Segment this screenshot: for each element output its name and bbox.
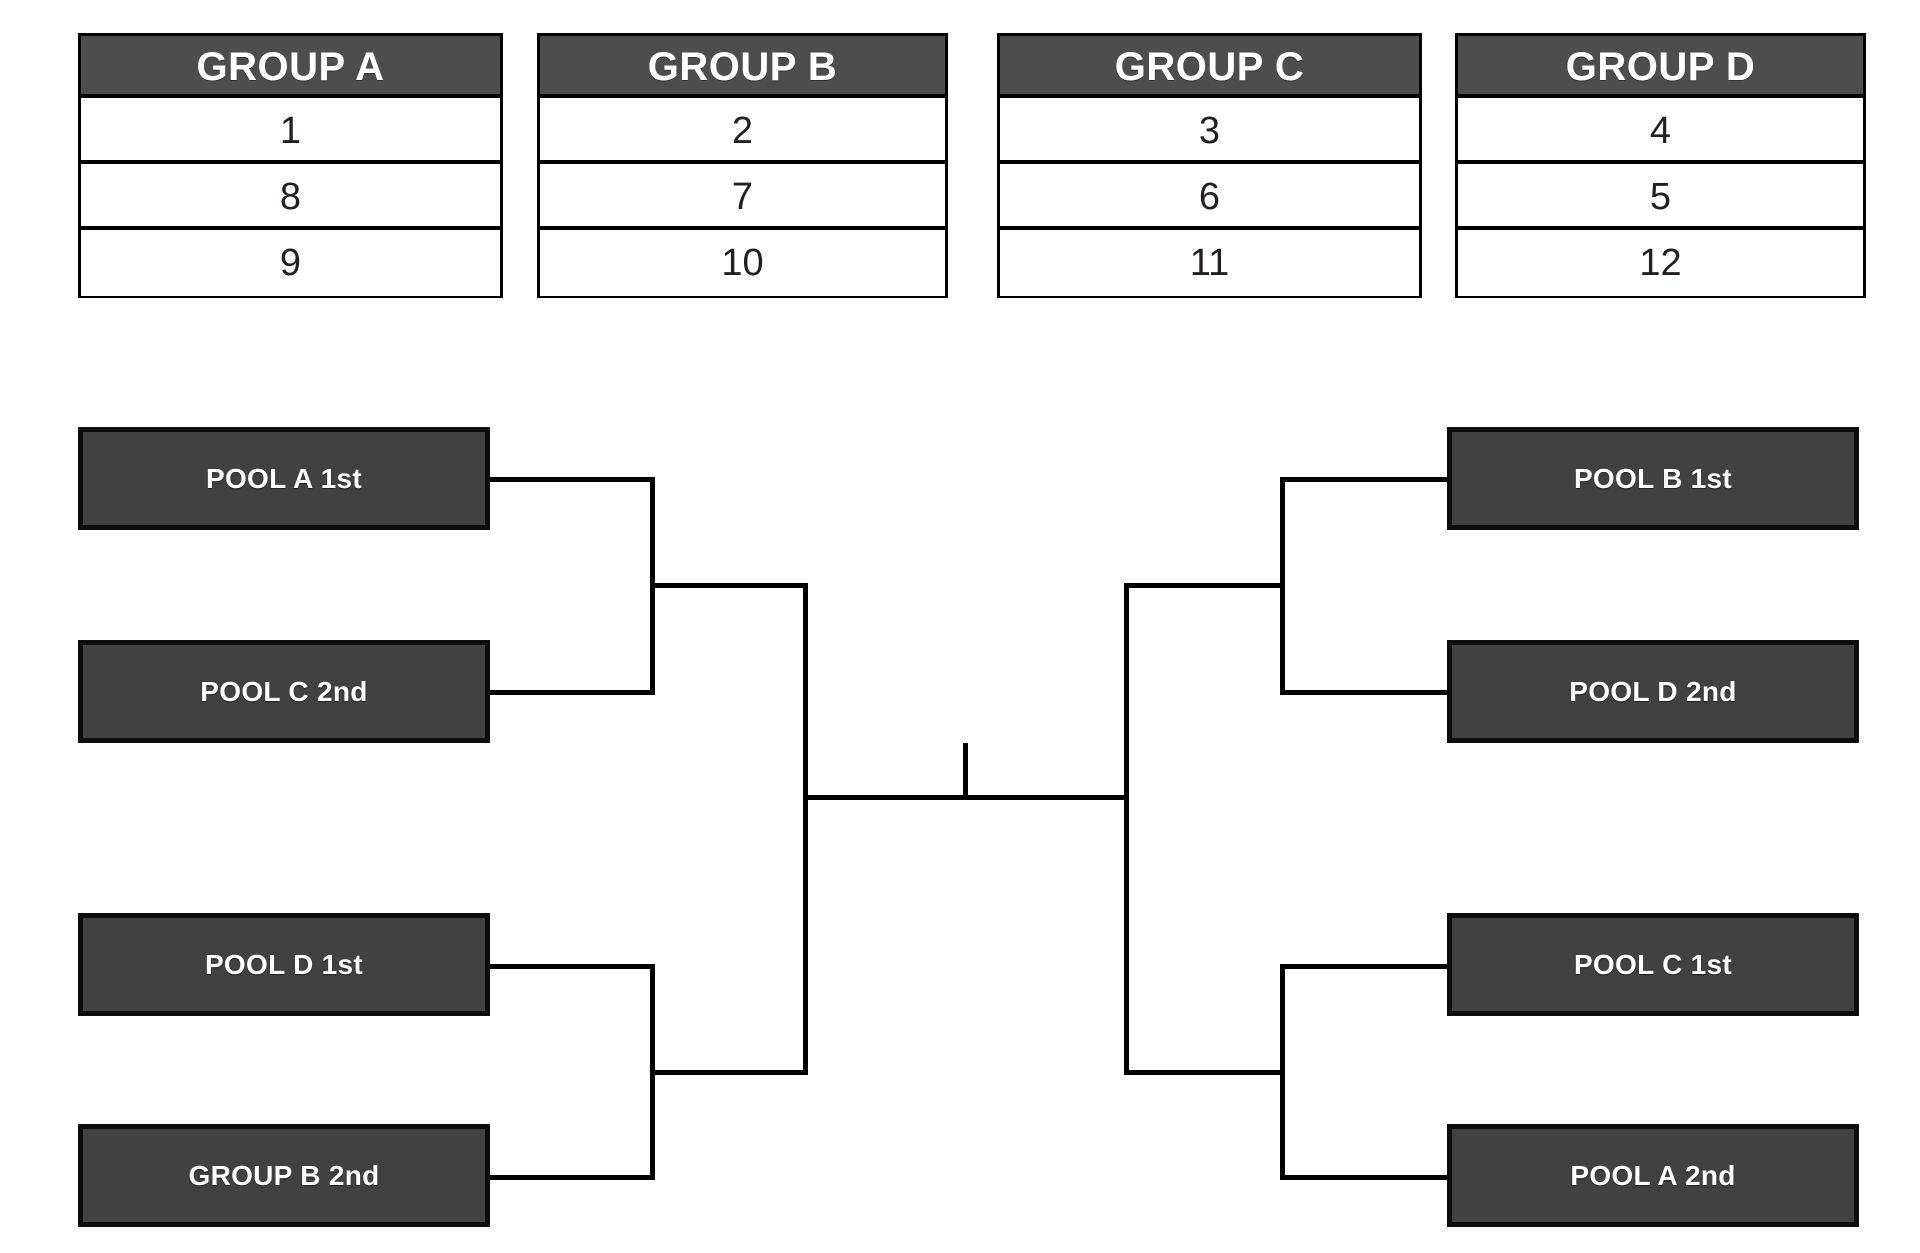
connector-left-semi-top — [650, 583, 808, 588]
connector-left-stub-2 — [487, 690, 655, 695]
group-table-d-row-2: 5 — [1458, 164, 1863, 230]
group-table-a-row-3: 9 — [81, 230, 500, 296]
bracket-slot-right-4-label: POOL A 2nd — [1570, 1159, 1736, 1191]
connector-right-stub-4 — [1280, 1175, 1450, 1180]
group-table-a: GROUP A 1 8 9 — [78, 33, 503, 298]
connector-left-semi-bottom — [650, 1070, 808, 1075]
group-table-b-row-1: 2 — [540, 98, 945, 164]
bracket-slot-right-1[interactable]: POOL B 1st — [1447, 427, 1859, 530]
group-table-a-title: GROUP A — [81, 36, 500, 98]
bracket-slot-left-3[interactable]: POOL D 1st — [78, 913, 490, 1016]
connector-left-middle-rail — [803, 583, 808, 1075]
group-table-d-row-1: 4 — [1458, 98, 1863, 164]
connector-right-stub-3 — [1280, 964, 1450, 969]
bracket-slot-left-2-label: POOL C 2nd — [200, 675, 368, 707]
group-table-d: GROUP D 4 5 12 — [1455, 33, 1866, 298]
bracket-slot-right-1-label: POOL B 1st — [1573, 462, 1733, 494]
group-table-a-row-1: 1 — [81, 98, 500, 164]
connector-left-stub-1 — [487, 477, 655, 482]
group-table-d-row-3: 12 — [1458, 230, 1863, 296]
group-table-d-title: GROUP D — [1458, 36, 1863, 98]
group-table-b-row-2: 7 — [540, 164, 945, 230]
connector-right-stub-1 — [1280, 477, 1450, 482]
bracket-slot-right-3-label: POOL C 1st — [1573, 948, 1733, 980]
bracket-slot-left-1-label: POOL A 1st — [205, 462, 362, 494]
group-table-c-title: GROUP C — [1000, 36, 1419, 98]
connector-left-stub-3 — [487, 964, 655, 969]
group-table-c-row-2: 6 — [1000, 164, 1419, 230]
group-table-c-row-1: 3 — [1000, 98, 1419, 164]
connector-right-semi-top — [1125, 583, 1285, 588]
bracket-slot-left-2[interactable]: POOL C 2nd — [78, 640, 490, 743]
bracket-slot-right-2-label: POOL D 2nd — [1569, 675, 1737, 707]
group-table-b: GROUP B 2 7 10 — [537, 33, 948, 298]
connector-right-stub-2 — [1280, 690, 1450, 695]
connector-left-stub-4 — [487, 1175, 655, 1180]
connector-final-tick — [963, 743, 968, 798]
bracket-slot-left-4[interactable]: GROUP B 2nd — [78, 1124, 490, 1227]
group-table-b-title: GROUP B — [540, 36, 945, 98]
connector-right-middle-rail — [1124, 583, 1129, 1075]
group-table-c-row-3: 11 — [1000, 230, 1419, 296]
group-table-c: GROUP C 3 6 11 — [997, 33, 1422, 298]
connector-right-semi-bottom — [1125, 1070, 1285, 1075]
bracket-slot-left-1[interactable]: POOL A 1st — [78, 427, 490, 530]
bracket-slot-right-4[interactable]: POOL A 2nd — [1447, 1124, 1859, 1227]
bracket-slot-left-3-label: POOL D 1st — [204, 948, 364, 980]
group-table-a-row-2: 8 — [81, 164, 500, 230]
bracket-slot-right-2[interactable]: POOL D 2nd — [1447, 640, 1859, 743]
bracket-slot-right-3[interactable]: POOL C 1st — [1447, 913, 1859, 1016]
bracket-slot-left-4-label: GROUP B 2nd — [188, 1159, 380, 1191]
group-table-b-row-3: 10 — [540, 230, 945, 296]
